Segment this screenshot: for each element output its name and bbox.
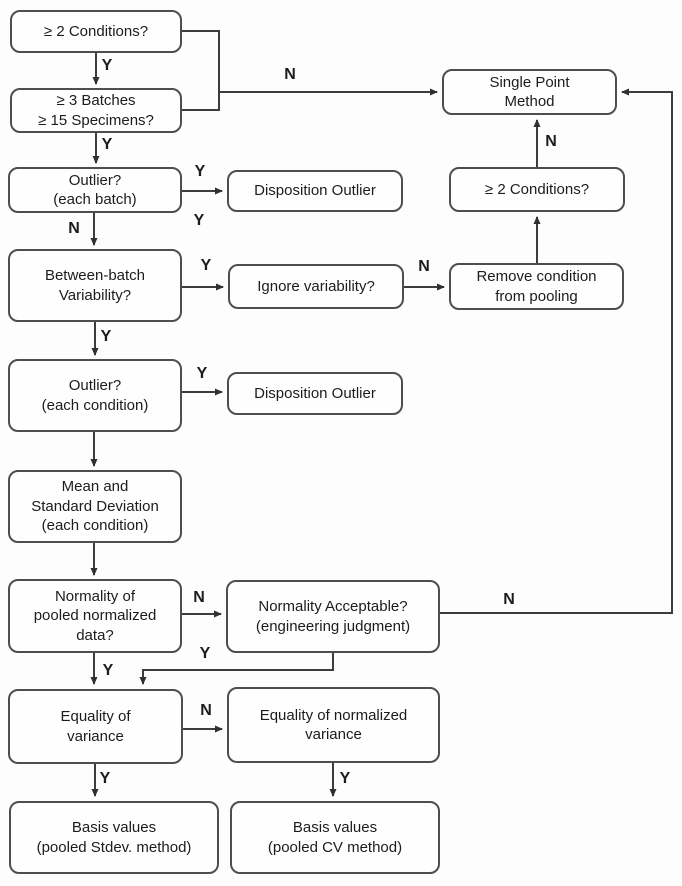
node-basis-values-pooled-stdev: Basis values (pooled Stdev. method): [9, 801, 219, 874]
edge-label-yes: Y: [199, 645, 211, 662]
edge-label-no: N: [200, 702, 212, 719]
node-disposition-outlier-2: Disposition Outlier: [227, 372, 403, 415]
node-ignore-variability: Ignore variability?: [228, 264, 404, 309]
node-normality-of-pooled-data: Normality of pooled normalized data?: [8, 579, 182, 653]
edge-label-yes: Y: [200, 257, 212, 274]
node-outlier-each-condition: Outlier? (each condition): [8, 359, 182, 432]
edge-label-yes: Y: [196, 365, 208, 382]
edge-label-no: N: [193, 589, 205, 606]
edge-label-no: N: [68, 220, 80, 237]
node-equality-of-variance: Equality of variance: [8, 689, 183, 764]
node-ge2-conditions: ≥ 2 Conditions?: [10, 10, 182, 53]
edge-label-no: N: [284, 66, 296, 83]
edge-label-yes: Y: [99, 770, 111, 787]
node-remove-condition-from-pooling: Remove condition from pooling: [449, 263, 624, 310]
edge-label-no: N: [503, 591, 515, 608]
edge-label-yes: Y: [193, 212, 205, 229]
node-basis-values-pooled-cv: Basis values (pooled CV method): [230, 801, 440, 874]
edge-label-no: N: [418, 258, 430, 275]
node-normality-acceptable: Normality Acceptable? (engineering judgm…: [226, 580, 440, 653]
edge-label-yes: Y: [101, 136, 113, 153]
node-ge2-conditions-2: ≥ 2 Conditions?: [449, 167, 625, 212]
node-single-point-method: Single Point Method: [442, 69, 617, 115]
node-ge3-batches-ge15-specimens: ≥ 3 Batches ≥ 15 Specimens?: [10, 88, 182, 133]
node-mean-and-standard-deviation: Mean and Standard Deviation (each condit…: [8, 470, 182, 543]
node-between-batch-variability: Between-batch Variability?: [8, 249, 182, 322]
node-equality-of-normalized-variance: Equality of normalized variance: [227, 687, 440, 763]
edge-label-yes: Y: [194, 163, 206, 180]
edge-label-yes: Y: [102, 662, 114, 679]
edge-label-yes: Y: [100, 328, 112, 345]
edge-label-yes: Y: [101, 57, 113, 74]
edge-label-no: N: [545, 133, 557, 150]
edge-label-yes: Y: [339, 770, 351, 787]
node-disposition-outlier-1: Disposition Outlier: [227, 170, 403, 212]
node-outlier-each-batch: Outlier? (each batch): [8, 167, 182, 213]
